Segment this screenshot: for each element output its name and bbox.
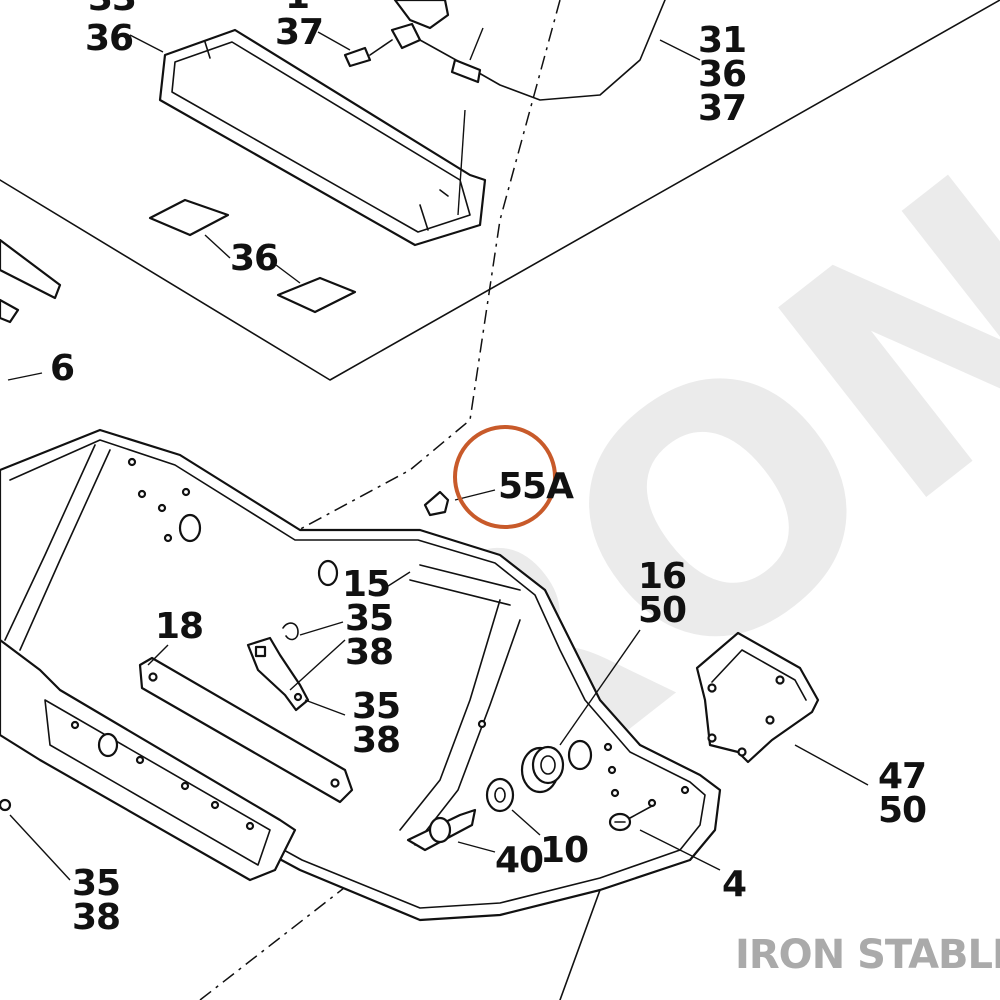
- label-37-top: 37: [275, 12, 323, 53]
- brand-logo-text: IRON STABLE: [735, 932, 1000, 978]
- label-50-a: 50: [638, 590, 686, 631]
- label-10: 10: [540, 830, 588, 871]
- label-33: 33: [88, 0, 136, 19]
- highlight-circle: [453, 425, 557, 529]
- label-37-right: 37: [698, 88, 746, 129]
- label-35-c: 35: [72, 863, 120, 904]
- frame-leg: [559, 889, 601, 1000]
- label-55a: 55A: [498, 466, 574, 507]
- clip-55a: [423, 490, 450, 517]
- pad-lower: [276, 276, 357, 314]
- label-31: 31: [698, 20, 746, 61]
- panel-outline: [0, 0, 1000, 381]
- screw: [608, 805, 653, 832]
- tray-part: [158, 28, 487, 247]
- left-bracket-parts: [0, 238, 62, 324]
- label-50-b: 50: [878, 790, 926, 831]
- label-35-a: 35: [345, 598, 393, 639]
- hinge-bracket: [695, 631, 820, 764]
- label-36-mid: 36: [230, 238, 278, 279]
- label-4: 4: [722, 864, 746, 905]
- label-47: 47: [878, 756, 926, 797]
- lever-arm: [246, 622, 310, 712]
- pad-upper: [148, 198, 230, 237]
- washer: [485, 777, 515, 813]
- label-38-c: 38: [72, 897, 120, 938]
- pulley: [520, 739, 593, 794]
- label-36-right: 36: [698, 54, 746, 95]
- label-35-b: 35: [352, 686, 400, 727]
- leader-lines: [7, 27, 869, 881]
- assembly-line-main: [229, 0, 561, 566]
- cable-assembly: [343, 0, 666, 101]
- label-38-b: 38: [352, 720, 400, 761]
- label-40: 40: [495, 840, 543, 881]
- label-15: 15: [342, 564, 390, 605]
- label-36-top: 36: [85, 18, 133, 59]
- link-bar: [138, 656, 354, 804]
- label-1: 1: [285, 0, 309, 17]
- lower-channel: [0, 638, 297, 882]
- label-18: 18: [155, 606, 203, 647]
- label-16: 16: [638, 556, 686, 597]
- label-6: 6: [50, 348, 74, 389]
- assembly-line-bottom: [199, 859, 381, 1000]
- label-38-a: 38: [345, 632, 393, 673]
- bolt: [406, 808, 477, 852]
